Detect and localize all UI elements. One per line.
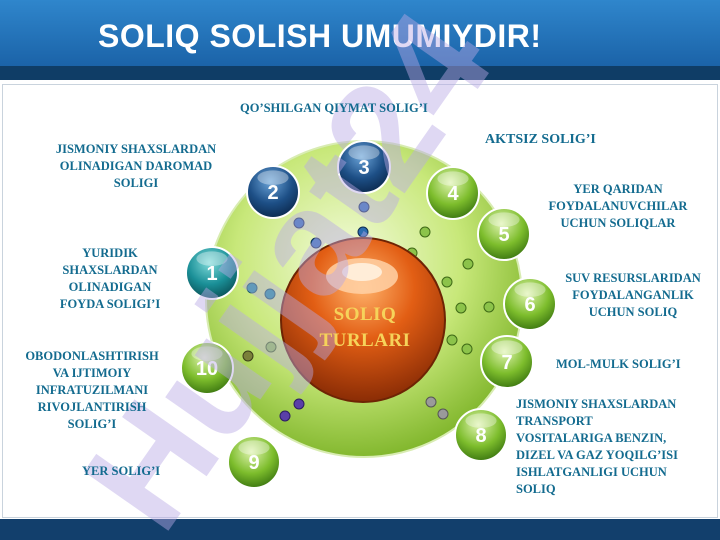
node-5: 5 [477, 207, 531, 261]
label-line: FOYDALANGANLIK [572, 288, 694, 302]
node-circle [480, 335, 534, 389]
label-aktsiz: AKTSIZ SOLIG’I [485, 132, 596, 147]
node-highlight [437, 171, 469, 186]
footer-bar [0, 519, 720, 540]
connector-dots [242, 201, 495, 422]
label-mol-mulk: MOL-MULK SOLIG’I [556, 357, 681, 371]
label-line: SOLIG’I [67, 417, 117, 431]
node-circle [227, 435, 281, 489]
node-circle [337, 140, 391, 194]
label-suv: SUV RESURSLARIDAN FOYDALANGANLIK UCHUN S… [548, 270, 718, 321]
label-line: INFRATUZILMANI [35, 383, 149, 397]
numbered-nodes: 1 2 3 4 5 6 7 8 9 10 [180, 140, 557, 489]
label-line: RIVOJLANTIRISH [37, 400, 147, 414]
label-line: FOYDALANUVCHILAR [548, 199, 688, 213]
node-6: 6 [503, 277, 557, 331]
node-circle [180, 341, 234, 395]
label-line: TRANSPORT [516, 414, 593, 428]
label-line: FOYDA SOLIGI’I [59, 297, 161, 311]
label-line: SOLIGI [113, 176, 159, 190]
node-7: 7 [480, 335, 534, 389]
label-line: DIZEL VA GAZ YOQILG’ISI [516, 448, 678, 462]
label-line: VOSITALARIGA BENZIN, [516, 431, 667, 445]
label-line: JISMONIY SHAXSLARDAN [516, 397, 677, 411]
node-circle [246, 165, 300, 219]
center-title-line1: SOLIQ [333, 304, 397, 325]
node-highlight [238, 440, 270, 455]
node-number: 10 [196, 358, 218, 380]
node-2: 2 [246, 165, 300, 219]
node-highlight [465, 413, 497, 428]
label-line: OBODONLASHTIRISH [25, 349, 159, 363]
page-title: SOLIQ SOLISH UMUMIYDIR! [98, 18, 542, 54]
node-circle [185, 246, 239, 300]
node-highlight [488, 212, 520, 227]
label-line: SUV RESURSLARIDAN [565, 271, 701, 285]
node-4: 4 [426, 166, 480, 220]
node-circle [477, 207, 531, 261]
label-line: SHAXSLARDAN [62, 263, 158, 277]
label-line: SOLIQ [516, 482, 556, 496]
label-jismoniy-daromad: JISMONIY SHAXSLARDAN OLINADIGAN DAROMAD … [32, 141, 240, 192]
node-number: 6 [524, 294, 535, 316]
label-line: OLINADIGAN [68, 280, 152, 294]
label-line: JISMONIY SHAXSLARDAN [55, 142, 217, 156]
node-highlight [491, 340, 523, 355]
label-line: ISHLATGANLIGI UCHUN [516, 465, 667, 479]
node-circle [503, 277, 557, 331]
label-obodonlashtirish: OBODONLASHTIRISH VA IJTIMOIY INFRATUZILM… [6, 348, 178, 433]
label-line: YER QARIDAN [573, 182, 663, 196]
node-3: 3 [337, 140, 391, 194]
node-number: 9 [248, 452, 259, 474]
label-line: VA IJTIMOIY [52, 366, 132, 380]
label-yer-qaridan: YER QARIDAN FOYDALANUVCHILAR UCHUN SOLIQ… [528, 181, 708, 232]
node-number: 3 [358, 157, 369, 179]
node-highlight [514, 282, 546, 297]
node-number: 5 [498, 224, 509, 246]
node-highlight [191, 346, 223, 361]
node-circle [454, 408, 508, 462]
node-8: 8 [454, 408, 508, 462]
label-line: YURIDIK [82, 246, 138, 260]
node-highlight [257, 170, 289, 185]
node-circle [426, 166, 480, 220]
node-number: 2 [267, 182, 278, 204]
node-9: 9 [227, 435, 281, 489]
label-yer: YER SOLIG’I [82, 464, 161, 478]
label-line: OLINADIGAN DAROMAD [59, 159, 213, 173]
node-highlight [196, 251, 228, 266]
label-line: UCHUN SOLIQ [588, 305, 678, 319]
node-number: 4 [447, 183, 459, 205]
label-qqs: QO’SHILGAN QIYMAT SOLIG’I [240, 101, 428, 115]
center-title-line2: TURLARI [319, 330, 411, 351]
node-number: 8 [475, 425, 486, 447]
node-number: 7 [501, 352, 512, 374]
label-line: UCHUN SOLIQLAR [560, 216, 676, 230]
header-bar [0, 0, 720, 66]
node-10: 10 [180, 341, 234, 395]
node-highlight [348, 145, 380, 160]
node-number: 1 [206, 263, 217, 285]
center-circle [280, 237, 446, 403]
header-stripe [0, 66, 720, 80]
label-transport: JISMONIY SHAXSLARDAN TRANSPORT VOSITALAR… [516, 396, 678, 498]
node-1: 1 [185, 246, 239, 300]
center-title: SOLIQ TURLARI [300, 302, 430, 354]
label-yuridik: YURIDIK SHAXSLARDAN OLINADIGAN FOYDA SOL… [40, 245, 180, 313]
